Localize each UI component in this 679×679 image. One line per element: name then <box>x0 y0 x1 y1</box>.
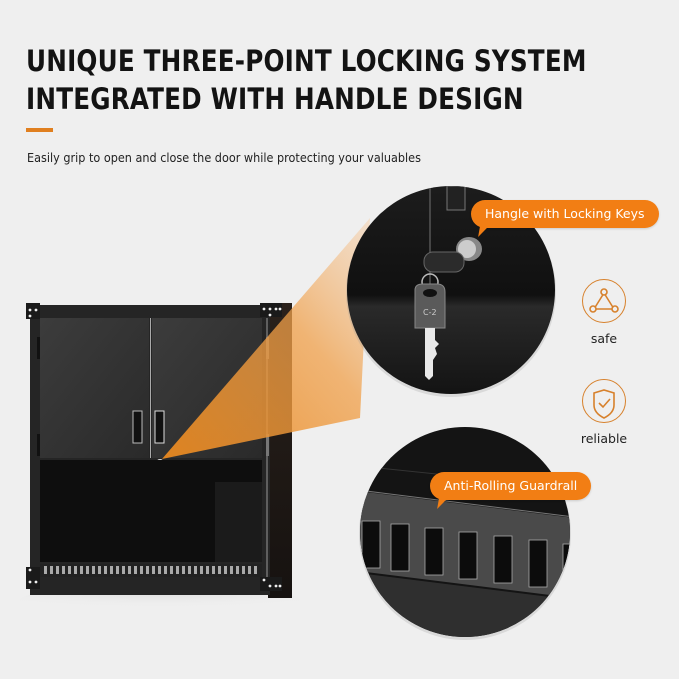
subtitle: Easily grip to open and close the door w… <box>27 150 421 165</box>
feature-safe-ring <box>582 279 626 323</box>
guardrail-zoom-circle <box>359 427 571 640</box>
title-line-2: INTEGRATED WITH HANDLE DESIGN <box>26 82 524 116</box>
cabinet-illustration <box>20 303 300 614</box>
page-title: UNIQUE THREE-POINT LOCKING SYSTEM INTEGR… <box>26 42 587 118</box>
lock-zoom-circle: C-2 <box>346 186 556 397</box>
feature-reliable-label: reliable <box>580 431 628 446</box>
feature-reliable-ring <box>582 379 626 423</box>
zoom-beam <box>162 218 370 459</box>
feature-reliable: reliable <box>569 379 639 446</box>
accent-divider <box>26 128 53 132</box>
callout-locking-keys: Hangle with Locking Keys <box>471 200 659 228</box>
feature-safe: safe <box>569 279 639 346</box>
svg-text:C-2: C-2 <box>423 308 437 317</box>
title-line-1: UNIQUE THREE-POINT LOCKING SYSTEM <box>26 44 587 78</box>
callout-guardrail: Anti-Rolling Guardrall <box>430 472 592 500</box>
feature-safe-label: safe <box>590 331 618 346</box>
